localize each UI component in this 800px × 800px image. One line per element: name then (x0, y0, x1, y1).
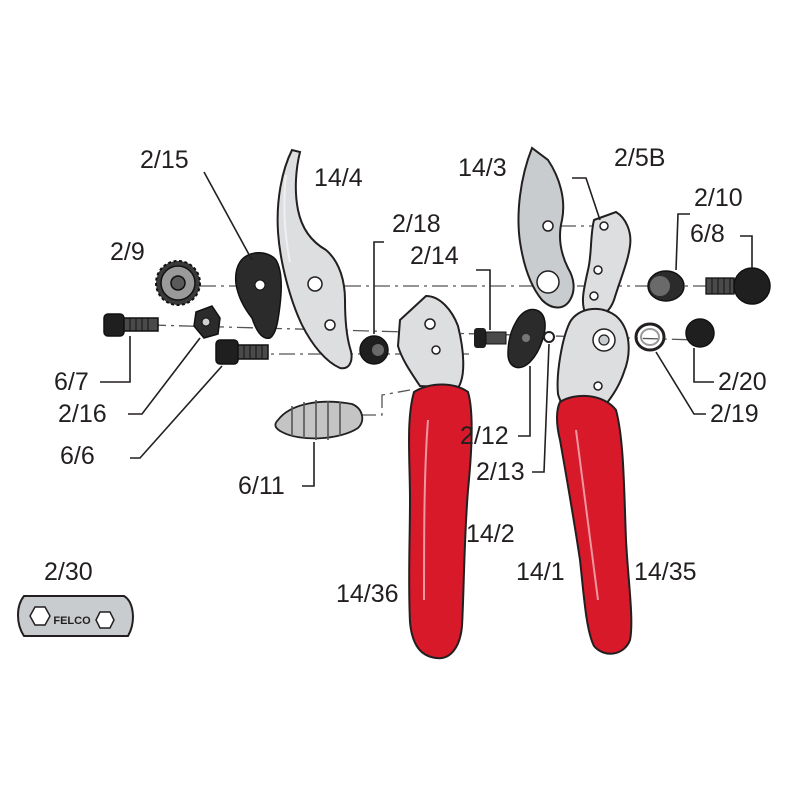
label-14-36: 14/36 (336, 580, 399, 608)
spring-axis-line (360, 389, 411, 416)
label-14-4: 14/4 (314, 164, 363, 192)
leader-2-15 (203, 171, 253, 261)
plate-2-15 (234, 252, 282, 339)
label-2-14: 2/14 (410, 242, 459, 270)
label-2-30: 2/30 (44, 558, 93, 586)
ring-2-19 (634, 322, 666, 352)
label-2-20: 2/20 (718, 368, 767, 396)
plate-2-5b (581, 210, 632, 318)
label-2-16: 2/16 (58, 400, 107, 428)
cap-2-20 (685, 318, 715, 348)
label-6-11: 6/11 (238, 472, 285, 500)
label-2-12: 2/12 (460, 422, 509, 450)
leader-6-11 (302, 442, 315, 487)
washer-2-13 (543, 331, 555, 343)
label-2-18: 2/18 (392, 210, 441, 238)
label-2-13: 2/13 (476, 458, 525, 486)
label-14-35: 14/35 (634, 558, 697, 586)
leader-2-14 (476, 269, 491, 330)
leader-2-13 (532, 343, 550, 473)
leader-lines (100, 171, 753, 487)
leader-2-5b (572, 177, 601, 221)
bushing-2-10 (647, 270, 685, 302)
leader-2-20 (693, 348, 714, 383)
wrench-2-30: FELCO (17, 595, 134, 637)
label-2-10: 2/10 (694, 184, 743, 212)
blade-14-4 (276, 148, 353, 370)
gear-2-9 (155, 260, 201, 306)
label-6-7: 6/7 (54, 368, 89, 396)
bolt-2-14 (474, 328, 507, 348)
leader-2-18 (373, 241, 384, 334)
leader-6-8 (740, 235, 753, 268)
label-2-19: 2/19 (710, 400, 759, 428)
lever-2-12 (507, 308, 546, 369)
label-14-3: 14/3 (458, 154, 507, 182)
bolt-6-6 (215, 339, 269, 365)
nut-2-18 (359, 335, 389, 365)
handle-14-2 (396, 294, 473, 660)
label-2-15: 2/15 (140, 146, 189, 174)
blade-14-3 (517, 146, 575, 309)
bolt-6-7 (103, 313, 159, 337)
leader-6-6 (130, 365, 223, 459)
label-14-1: 14/1 (516, 558, 565, 586)
wrench-logo-text: FELCO (53, 615, 91, 627)
handle-14-1 (556, 307, 633, 655)
leader-6-7 (100, 336, 131, 383)
leader-2-19 (655, 351, 706, 415)
leader-2-10 (675, 213, 690, 271)
screw-6-8 (705, 267, 771, 305)
leader-2-12 (518, 366, 531, 437)
label-14-2: 14/2 (466, 520, 515, 548)
label-6-8: 6/8 (690, 220, 725, 248)
label-6-6: 6/6 (60, 442, 95, 470)
leader-2-16 (128, 337, 201, 415)
label-2-5b: 2/5B (614, 144, 666, 172)
part-2-16 (193, 305, 221, 339)
spring-6-11 (274, 400, 364, 440)
label-2-9: 2/9 (110, 238, 145, 266)
